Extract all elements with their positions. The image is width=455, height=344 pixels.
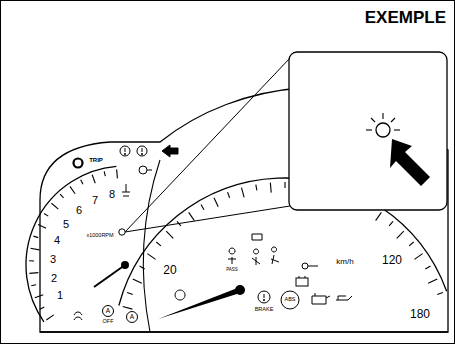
callout-box <box>289 52 447 210</box>
gauge-tick <box>30 248 39 250</box>
gauge-tick <box>201 205 204 210</box>
gauge-tick <box>389 221 393 226</box>
speed-number: 120 <box>382 254 402 266</box>
gauge-tick <box>60 194 63 198</box>
speed-unit: km/h <box>336 258 353 266</box>
pointer-arrow <box>390 139 430 186</box>
gauge-tick <box>31 285 36 286</box>
brake-label: BRAKE <box>255 307 274 313</box>
gauge-tick <box>29 272 38 274</box>
leader-lines <box>119 58 290 235</box>
a-ring <box>103 306 114 317</box>
gauge-tick <box>425 266 430 269</box>
gauge-tick <box>256 185 257 191</box>
gauge-tick <box>81 180 83 184</box>
rpm-number: 1 <box>57 290 63 301</box>
gauge-tick <box>116 169 118 178</box>
gauge-tick <box>214 198 218 207</box>
gauge-tick <box>228 192 230 198</box>
gauge-tick <box>70 186 75 193</box>
auto-label: A <box>106 308 110 315</box>
gauge-tick <box>38 224 46 228</box>
rpm-number: 4 <box>54 235 60 246</box>
gauge-tick <box>270 183 272 193</box>
gauge-tick <box>92 175 95 183</box>
gauge-tick <box>29 260 34 261</box>
gauge-tick <box>51 203 58 209</box>
rpm-number: 5 <box>63 219 69 230</box>
gauge-tick <box>437 293 443 295</box>
trip-knob <box>74 159 83 168</box>
gauge-tick <box>46 315 53 320</box>
gauge-needles <box>74 159 246 320</box>
gauge-tick <box>189 212 195 220</box>
gauge-tick <box>127 293 133 295</box>
auto-label: A <box>130 314 134 321</box>
gauge-tick <box>376 212 382 220</box>
airbag-pass-label: PASS <box>226 268 238 273</box>
gauge-tick <box>284 182 285 188</box>
gauge-tick <box>428 279 437 283</box>
rpm-number: 7 <box>92 195 98 206</box>
a-ring <box>127 312 138 323</box>
rpm-unit: x1000RPM <box>86 233 113 239</box>
example-tag: EXEMPLE <box>365 9 446 26</box>
gauge-tick <box>35 295 43 298</box>
gauge-tick <box>33 236 38 238</box>
trip-label: TRIP <box>89 157 103 163</box>
gauge-tick <box>140 266 145 269</box>
gauge-tick <box>44 213 48 216</box>
abs-ring <box>281 291 299 309</box>
gauge-tick <box>147 254 155 260</box>
gauge-tick <box>166 231 173 238</box>
abs-label: ABS <box>284 297 295 303</box>
gauge-tick <box>156 242 161 246</box>
gauge-rim <box>26 166 116 321</box>
gauge-tick <box>409 242 414 246</box>
rpm-number: 6 <box>76 205 82 216</box>
rpm-number: 2 <box>51 273 57 284</box>
gauge-tick <box>123 307 133 310</box>
gauge-tick <box>242 188 245 198</box>
gauge-tick <box>397 231 404 238</box>
off-label: OFF <box>103 319 114 325</box>
gauge-tick <box>414 254 422 260</box>
rpm-number: 8 <box>109 189 115 200</box>
speed-number: 180 <box>410 308 430 320</box>
gauge-tick <box>133 279 142 283</box>
speed-number: 20 <box>163 264 176 276</box>
gauge-tick <box>40 307 44 309</box>
indicator-rays <box>366 113 400 130</box>
gauge-tick <box>104 171 105 176</box>
rpm-number: 3 <box>50 254 56 265</box>
